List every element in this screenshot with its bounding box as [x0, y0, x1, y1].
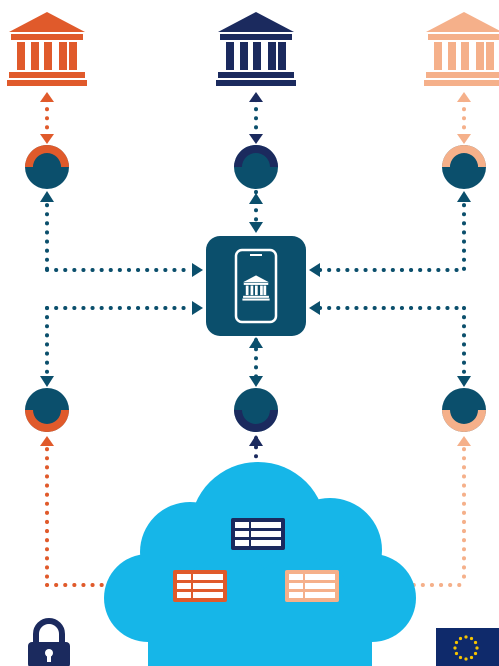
eu-star [464, 657, 468, 661]
eu-star [469, 636, 474, 641]
bank-building-icon [424, 12, 499, 86]
arrow-right-upper-to-hub [309, 263, 320, 277]
arrow-left-bottom-up [40, 436, 54, 446]
arrow-center-hub-up [249, 337, 263, 348]
arrow-left-lower-to-hub [192, 301, 203, 315]
bank-building-icon [216, 12, 296, 86]
node-center-top [234, 145, 278, 189]
hub [206, 236, 306, 336]
arrow-right-lower-to-hub [309, 301, 320, 315]
eu-star [473, 640, 478, 645]
arrow-left-upper-to-hub [192, 263, 203, 277]
node-left-top [25, 145, 69, 189]
arrow-left-node-up [40, 191, 54, 202]
arrow-right-node-up [457, 191, 471, 202]
eu-flag-icon [436, 628, 499, 666]
arrow-right-top-up [457, 92, 471, 102]
bank-building-icon [7, 12, 87, 86]
eu-star [464, 635, 468, 639]
eu-star [475, 646, 479, 650]
eu-star [453, 646, 457, 650]
data-table-icon [231, 518, 285, 550]
eu-star [473, 651, 478, 656]
arrow-center-top-down [249, 134, 263, 144]
connector-lines [45, 98, 466, 587]
arrow-center-bottom-down [249, 376, 263, 387]
arrow-center-top-up [249, 92, 263, 102]
eu-star [454, 651, 459, 656]
eu-star [454, 640, 459, 645]
mobile-phone-bank-icon [234, 248, 278, 324]
arrow-left-top-up [40, 92, 54, 102]
arrow-left-bottom-down [40, 376, 54, 387]
node-right-bottom [442, 388, 486, 432]
data-table-icon [285, 570, 339, 602]
node-left-bottom [25, 388, 69, 432]
eu-star [458, 655, 463, 660]
arrow-left-top-down [40, 134, 54, 144]
data-table-icon [173, 570, 227, 602]
arrow-right-top-down [457, 134, 471, 144]
padlock-icon [28, 618, 70, 666]
node-center-bottom [234, 388, 278, 432]
arrow-center-hub-down [249, 222, 263, 233]
node-right-top [442, 145, 486, 189]
eu-star [458, 636, 463, 641]
arrow-right-bottom-up [457, 436, 471, 446]
arrow-center-bottom-up [249, 435, 263, 446]
arrow-right-bottom-down [457, 376, 471, 387]
arrow-center-node-up [249, 193, 263, 204]
cloud [104, 462, 416, 666]
eu-star [469, 655, 474, 660]
